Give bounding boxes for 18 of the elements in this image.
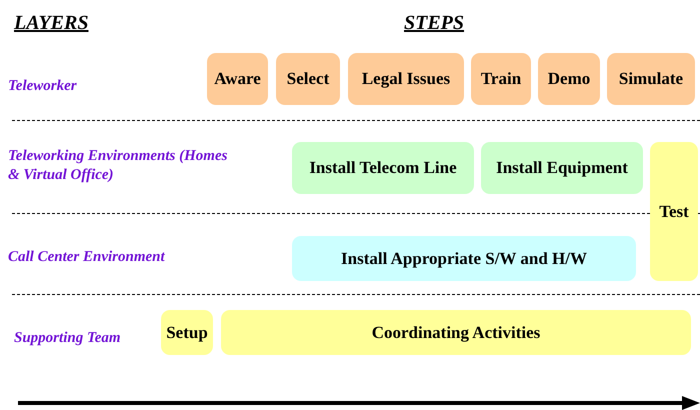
step-box: Legal Issues bbox=[348, 53, 464, 105]
step-box: Coordinating Activities bbox=[221, 310, 691, 355]
step-box: Setup bbox=[161, 310, 213, 355]
step-box: Aware bbox=[207, 53, 268, 105]
step-box: Install Telecom Line bbox=[292, 142, 474, 194]
step-box: Train bbox=[471, 53, 531, 105]
step-box: Demo bbox=[538, 53, 600, 105]
lane-label: Call Center Environment bbox=[8, 248, 165, 267]
column-heading: STEPS bbox=[404, 12, 464, 35]
step-box: Simulate bbox=[607, 53, 695, 105]
column-heading: LAYERS bbox=[14, 12, 88, 35]
step-box: Select bbox=[276, 53, 340, 105]
lane-label: Teleworker bbox=[8, 77, 77, 96]
step-box: Install Appropriate S/W and H/W bbox=[292, 236, 636, 281]
lane-label: Supporting Team bbox=[14, 329, 121, 348]
step-box: Install Equipment bbox=[481, 142, 643, 194]
step-box: Test bbox=[650, 142, 698, 281]
lane-label: Teleworking Environments (Homes & Virtual Office) bbox=[8, 147, 228, 185]
